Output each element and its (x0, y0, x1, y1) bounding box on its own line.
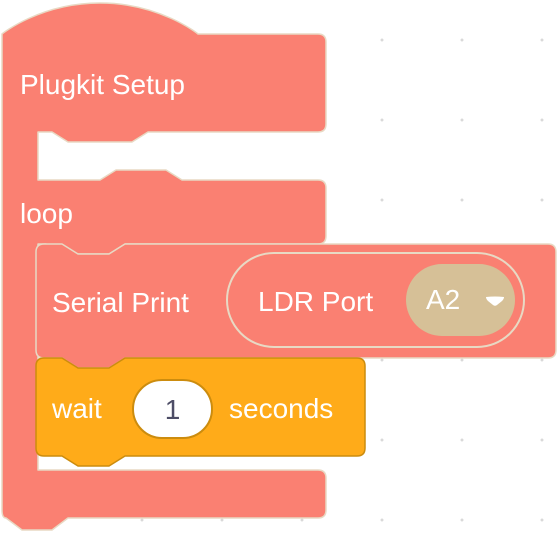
plugkit-setup-block[interactable] (1, 2, 327, 531)
wait-label: wait (52, 393, 102, 424)
seconds-label: seconds (229, 393, 334, 424)
caret-down-icon (486, 296, 504, 306)
serial-print-label: Serial Print (52, 287, 189, 318)
setup-block-label: Plugkit Setup (20, 69, 185, 100)
loop-label: loop (20, 198, 73, 229)
ldr-port-label: LDR Port (258, 286, 374, 317)
seconds-input[interactable]: 1 (132, 379, 213, 439)
ldr-port-reporter[interactable]: LDR Port A2 (226, 252, 525, 348)
port-dropdown-value: A2 (426, 284, 461, 315)
seconds-input-value: 1 (164, 394, 181, 425)
port-dropdown[interactable]: A2 (406, 264, 515, 336)
